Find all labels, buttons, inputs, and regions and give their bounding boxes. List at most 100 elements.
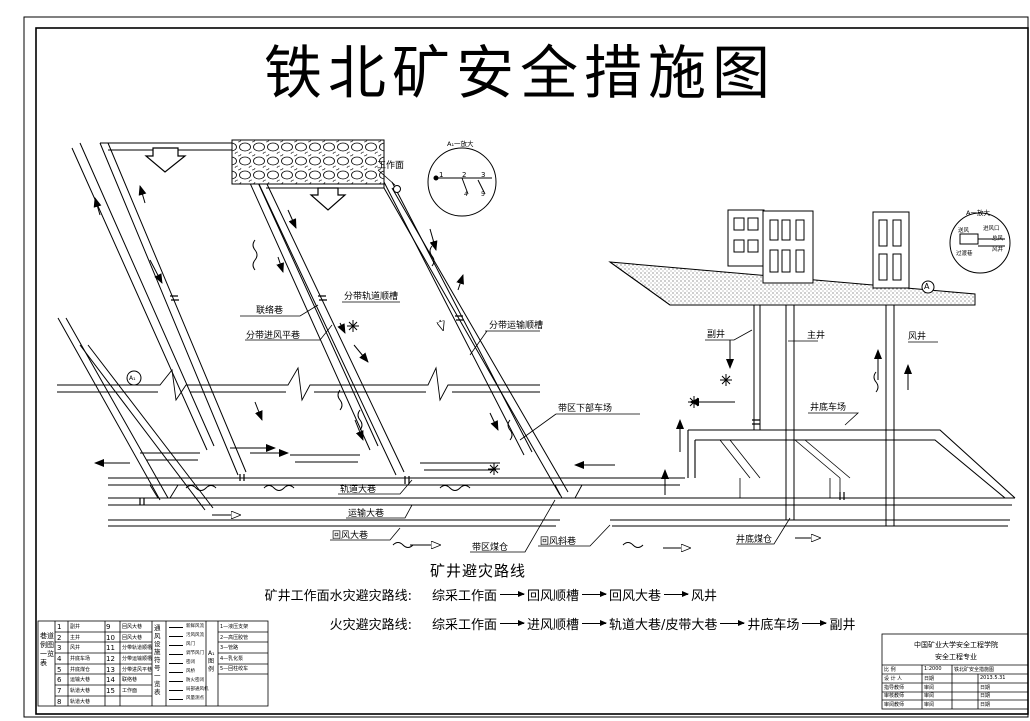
label-fendai-guidao: 分带轨道顺槽 (344, 292, 399, 302)
legend-middle-label: 通风设施符号一览表 (154, 624, 161, 696)
legend-row-number: 9 (106, 623, 111, 631)
legend-symbol-line (169, 699, 183, 700)
route-water: 矿井工作面水灾避灾路线: 综采工作面 回风顺槽 回风大巷 风井 (200, 585, 717, 604)
legend-row-text: 回风大巷 (122, 635, 143, 641)
return-air-symbols (185, 239, 879, 548)
legend-row-text: 井底煤仓 (70, 667, 91, 673)
legend-symbol-line (169, 636, 183, 637)
drawing-title: 铁北矿安全措施图 (263, 39, 776, 107)
route-water-step: 风井 (691, 589, 718, 604)
legend-symbol-label: 防火密闭 (186, 678, 204, 683)
title-block-cell: 日期 (980, 702, 991, 708)
legend-row-number: 2 (57, 634, 62, 642)
legend-row-text: 工作面 (122, 688, 138, 694)
detail-a-sub: 过渡巷 (956, 251, 973, 257)
detail-a-label-3: 总风 (992, 236, 1004, 242)
label-jingdi-chechang: 井底车场 (810, 403, 847, 413)
ventilation-doors (139, 295, 845, 505)
title-block-cell: 审阅 (924, 702, 935, 708)
legend-row-text: 主井 (70, 635, 81, 641)
panel-roadways (57, 142, 569, 511)
label-working-face: 工作面 (377, 161, 405, 171)
legend-symbol-label: 风门 (186, 642, 195, 647)
legend-row-number: 13 (106, 666, 115, 674)
legend-row-number: 1 (57, 623, 62, 631)
legend-row-number: 8 (57, 698, 62, 706)
detail-a-title: A一放大 (966, 209, 990, 217)
detail-a-label-4: 风井 (992, 247, 1004, 253)
legend-symbol-line (169, 645, 183, 646)
inner-frame (35, 27, 1029, 715)
route-water-name: 矿井工作面水灾避灾路线: (264, 589, 412, 604)
legend-row-text: 副井 (70, 624, 81, 630)
building-3 (872, 211, 910, 289)
goaf-area-1 (231, 139, 385, 185)
legend-symbol-label: 调节风门 (186, 651, 204, 656)
label-fujing: 副井 (707, 330, 726, 340)
outer-frame (23, 16, 1029, 718)
route-fire-name: 火灾避灾路线: (329, 618, 412, 633)
title-block-frame (881, 633, 1029, 710)
legend-table (37, 620, 269, 707)
arrow-right-icon (582, 591, 608, 597)
route-fire-step: 副井 (829, 618, 856, 633)
label-huifeng-daxiang: 回风大巷 (332, 531, 369, 541)
detail-a1-num-3: 3 (481, 171, 486, 179)
title-block-school: 中国矿业大学安全工程学院 (914, 641, 998, 649)
arrow-right-icon (664, 591, 690, 597)
legend-a1-item: 5—回柱绞车 (220, 666, 249, 672)
arrow-right-icon (582, 620, 608, 626)
legend-row-text: 分带进风平巷 (122, 667, 153, 673)
title-block-cell: 日期 (924, 676, 935, 682)
title-block-cell: 审阅 (924, 693, 935, 699)
legend-a1-item: 1—液压支架 (220, 624, 249, 630)
detail-a1-sub-4: 4 (464, 191, 468, 198)
title-block-cell: 1:2000 (924, 666, 942, 672)
legend-row-number: 7 (57, 687, 62, 695)
title-block-cell: 设 计 人 (884, 676, 903, 682)
legend-row-text: 风井 (70, 645, 81, 651)
label-yunshu-daxiang: 运输大巷 (348, 509, 385, 519)
route-fire: 火灾避灾路线: 综采工作面 进风顺槽 轨道大巷/皮带大巷 井底车场 副井 (200, 614, 856, 633)
title-block-cell: 审阅教师 (884, 702, 905, 708)
legend-symbol-label: 风量测点 (186, 696, 204, 701)
title-block-cell: 审核教师 (884, 693, 905, 699)
detail-a1-title: A₁一放大 (447, 140, 474, 148)
label-fengjing: 风井 (908, 332, 927, 342)
arrow-right-icon (500, 620, 526, 626)
arrow-right-icon (500, 591, 526, 597)
legend-row-text: 联络巷 (122, 677, 138, 683)
detail-a1-sub-5: 5 (481, 191, 485, 198)
face-marker (393, 185, 401, 193)
route-fire-step: 进风顺槽 (527, 618, 580, 633)
legend-symbol-label: 新鲜风流 (186, 624, 204, 629)
label-fendai-yunshu: 分带运输顺槽 (489, 321, 544, 331)
building-1 (727, 209, 765, 267)
route-water-step: 综采工作面 (432, 589, 498, 604)
title-block-cell: 2013.5.31 (980, 675, 1006, 681)
detail-circle-right (949, 212, 1011, 274)
title-block-cell: 日期 (980, 693, 991, 699)
legend-symbol-label: 密闭 (186, 660, 195, 665)
legend-row-number: 10 (106, 634, 115, 642)
legend-row-text: 运输大巷 (70, 677, 91, 683)
label-daiqu-meicang: 带区煤仓 (472, 543, 509, 553)
legend-symbol-line (169, 654, 183, 655)
legend-row-text: 轨道大巷 (70, 699, 91, 705)
legend-row-text: 回风大巷 (122, 624, 143, 630)
label-fendai-jinfeng: 分带进风平巷 (246, 331, 301, 341)
main-roadways (108, 429, 1016, 527)
legend-a1-item: 4—乳化泵 (220, 655, 244, 662)
legend-row-number: 15 (106, 687, 115, 695)
legend-symbol-line (169, 690, 183, 691)
airflow-arrows (93, 185, 912, 548)
fire-point-icons (347, 320, 732, 475)
detail-a-label-1: 进风口 (983, 226, 1000, 232)
legend-row-number: 11 (106, 644, 115, 652)
circle-a1-marker (126, 370, 142, 386)
title-block-cell: 指导教师 (884, 685, 905, 691)
title-block-cell: 铁北矿安全措施图 (954, 667, 995, 673)
legend-row-text: 井底车场 (70, 656, 91, 662)
legend-symbol-line (169, 681, 183, 682)
